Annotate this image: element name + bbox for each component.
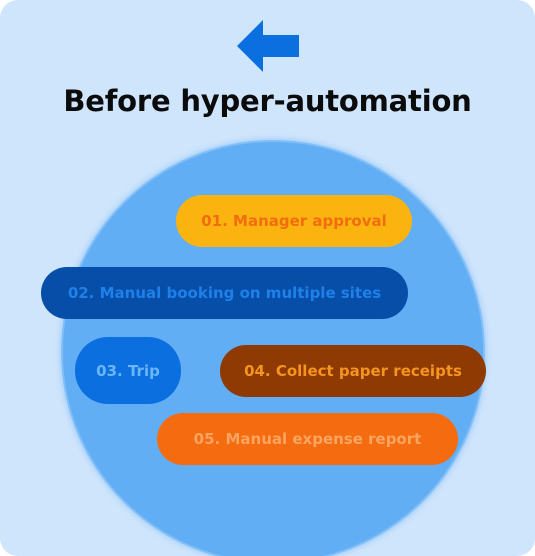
arrow-left-icon: [237, 20, 299, 72]
step-collect-receipts: 04. Collect paper receipts: [220, 345, 486, 397]
step-trip: 03. Trip: [75, 337, 181, 404]
step-manager-approval: 01. Manager approval: [176, 195, 412, 247]
step-expense-report: 05. Manual expense report: [157, 413, 458, 465]
page-title: Before hyper-automation: [63, 84, 472, 118]
step-manual-booking: 02. Manual booking on multiple sites: [41, 267, 408, 319]
